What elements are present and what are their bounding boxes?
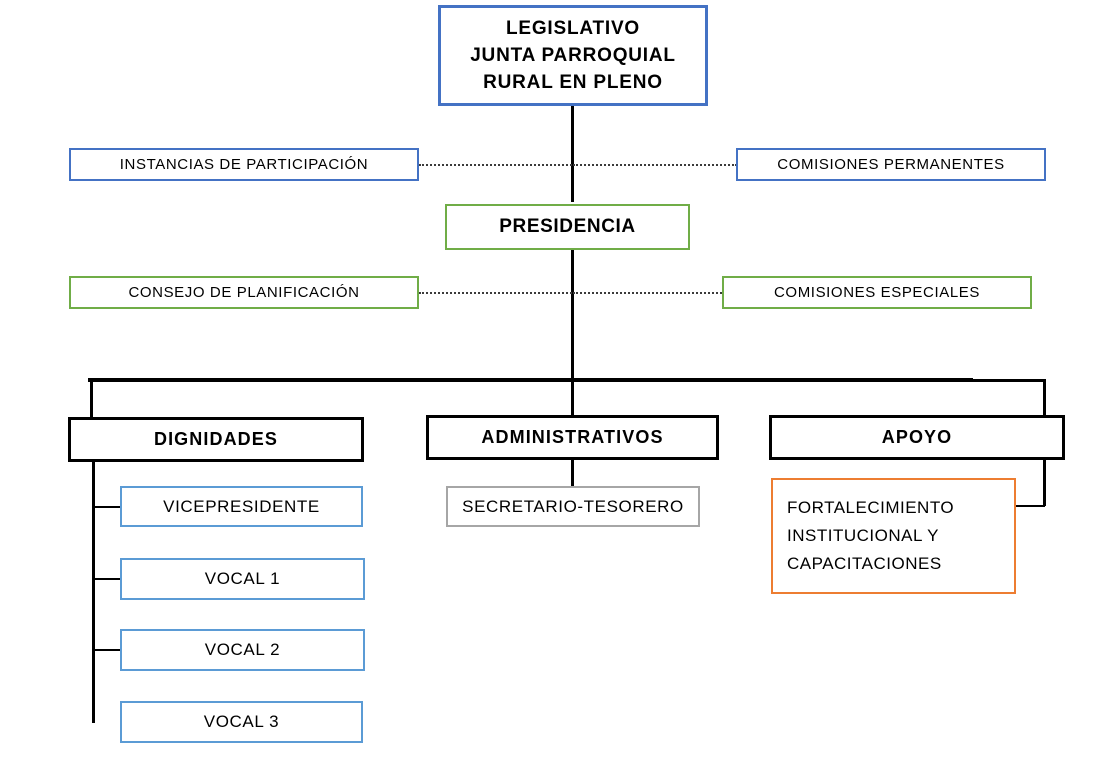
connector-stub-vicepresidente [92, 506, 121, 508]
node-legislativo[interactable]: LEGISLATIVO JUNTA PARROQUIAL RURAL EN PL… [438, 5, 708, 106]
node-legislativo-line3: RURAL EN PLENO [483, 72, 663, 93]
node-vocal-2-label: VOCAL 2 [204, 640, 281, 659]
node-presidencia-label: PRESIDENCIA [499, 216, 636, 237]
connector-bus-horizontal [88, 378, 973, 382]
node-consejo-de-planificacion[interactable]: CONSEJO DE PLANIFICACIÓN [69, 276, 419, 309]
node-comisiones-permanentes[interactable]: COMISIONES PERMANENTES [736, 148, 1046, 181]
connector-dotted-row2-left [419, 292, 572, 294]
connector-dotted-row1-right [573, 164, 737, 166]
node-vocal-1[interactable]: VOCAL 1 [120, 558, 365, 600]
connector-bus-to-apoyo [1043, 379, 1046, 415]
node-comisiones-permanentes-label: COMISIONES PERMANENTES [777, 156, 1005, 173]
node-comisiones-especiales-label: COMISIONES ESPECIALES [774, 284, 980, 301]
connector-stub-vocal-2 [92, 649, 121, 651]
connector-trunk-legislativo-presidencia [571, 105, 574, 202]
node-secretario-tesorero[interactable]: SECRETARIO-TESORERO [446, 486, 700, 527]
node-vocal-1-label: VOCAL 1 [204, 569, 281, 588]
connector-dotted-row1-left [419, 164, 572, 166]
node-apoyo[interactable]: APOYO [769, 415, 1065, 460]
node-comisiones-especiales[interactable]: COMISIONES ESPECIALES [722, 276, 1032, 309]
connector-bus-horizontal-right [971, 379, 1046, 382]
node-fortalecimiento-institucional[interactable]: FORTALECIMIENTO INSTITUCIONAL Y CAPACITA… [771, 478, 1016, 594]
node-vicepresidente[interactable]: VICEPRESIDENTE [120, 486, 363, 527]
node-vocal-2[interactable]: VOCAL 2 [120, 629, 365, 671]
node-dignidades[interactable]: DIGNIDADES [68, 417, 364, 462]
connector-apoyo-spine [1043, 460, 1046, 506]
node-fortalecimiento-line1: FORTALECIMIENTO [787, 498, 955, 517]
connector-bus-to-dignidades [90, 378, 93, 418]
connector-trunk-presidencia-bus [571, 250, 574, 381]
node-fortalecimiento-line3: CAPACITACIONES [787, 554, 942, 573]
node-instancias-de-participacion-label: INSTANCIAS DE PARTICIPACIÓN [119, 156, 369, 173]
node-legislativo-line2: JUNTA PARROQUIAL [470, 45, 676, 66]
node-consejo-de-planificacion-label: CONSEJO DE PLANIFICACIÓN [128, 284, 360, 301]
node-secretario-tesorero-label: SECRETARIO-TESORERO [462, 496, 684, 516]
connector-stub-vocal-1 [92, 578, 121, 580]
node-fortalecimiento-line2: INSTITUCIONAL Y [787, 526, 940, 545]
node-presidencia[interactable]: PRESIDENCIA [445, 204, 690, 250]
connector-dotted-row2-right [573, 292, 722, 294]
connector-administrativos-to-secretario [571, 460, 574, 486]
node-administrativos[interactable]: ADMINISTRATIVOS [426, 415, 719, 460]
connector-bus-to-administrativos [571, 378, 574, 416]
node-legislativo-line1: LEGISLATIVO [505, 18, 641, 39]
node-apoyo-label: APOYO [881, 427, 953, 447]
node-vicepresidente-label: VICEPRESIDENTE [163, 496, 320, 516]
connector-stub-fortalecimiento [1016, 505, 1045, 507]
node-administrativos-label: ADMINISTRATIVOS [481, 427, 664, 447]
node-instancias-de-participacion[interactable]: INSTANCIAS DE PARTICIPACIÓN [69, 148, 419, 181]
connector-dignidades-spine [92, 462, 95, 723]
node-vocal-3-label: VOCAL 3 [203, 712, 280, 731]
node-dignidades-label: DIGNIDADES [153, 429, 278, 449]
node-vocal-3[interactable]: VOCAL 3 [120, 701, 363, 743]
